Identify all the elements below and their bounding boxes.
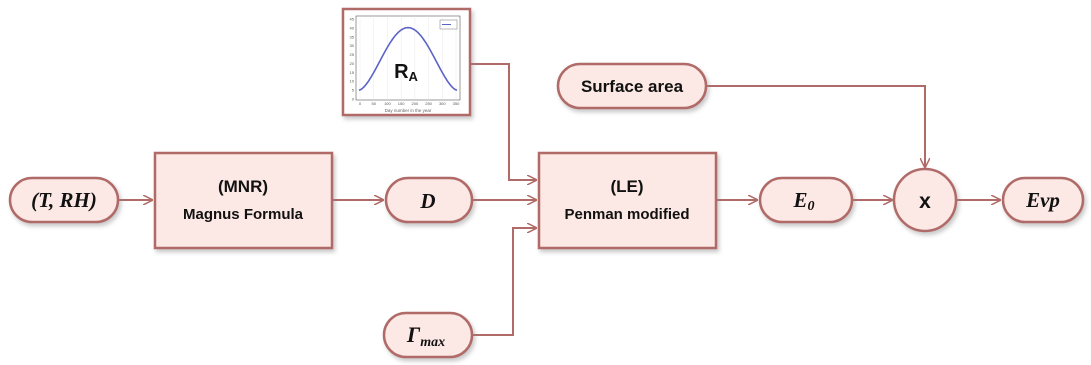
d-node: D: [384, 176, 474, 224]
surface-area-node: Surface area: [556, 62, 708, 110]
mnr-process-box: (MNR) Magnus Formula: [153, 151, 334, 250]
ra-x-tick-label: 200: [412, 101, 419, 106]
ra-y-tick-label: 5: [352, 88, 355, 93]
ra-x-tick-label: 150: [398, 101, 405, 106]
e0-node: E0: [758, 176, 854, 224]
evp-label: Evp: [1025, 188, 1060, 212]
ra-y-tick-label: 15: [350, 70, 355, 75]
le-title: (LE): [610, 177, 643, 196]
connectors: [118, 63, 1000, 336]
gamma-max-label: Γmax: [406, 322, 445, 350]
t-rh-label: (T, RH): [31, 188, 97, 212]
ra-x-tick-label: 100: [384, 101, 391, 106]
e0-label: E0: [792, 188, 814, 214]
ra-x-tick-label: 50: [371, 101, 376, 106]
mnr-subtitle: Magnus Formula: [183, 206, 304, 223]
ra-y-tick-label: 20: [350, 61, 355, 66]
ra-y-ticks: 45 40 35 30 25 20 15 10 5 0: [350, 17, 355, 102]
d-label: D: [419, 189, 435, 213]
mnr-title: (MNR): [218, 177, 268, 196]
arrow-surface-to-times: [706, 85, 925, 167]
ra-y-tick-label: 45: [350, 17, 355, 22]
ra-xlabel: Day number in the year: [385, 108, 432, 113]
ra-y-tick-label: 0: [352, 97, 355, 102]
surface-area-label: Surface area: [581, 77, 684, 96]
evp-output-node: Evp: [1001, 176, 1085, 224]
ra-plot-area: [355, 15, 461, 101]
ra-y-tick-label: 40: [350, 25, 355, 30]
ra-x-tick-label: 0: [359, 101, 362, 106]
arrow-gamma-to-le: [472, 228, 536, 336]
multiply-node: x: [892, 167, 958, 233]
ra-x-ticks: 0 50 100 150 200 250 300 350: [359, 101, 460, 106]
multiply-label: x: [919, 190, 931, 213]
arrow-ra-to-le: [470, 63, 536, 180]
ra-y-tick-label: 25: [350, 52, 355, 57]
input-t-rh-node: (T, RH): [8, 176, 120, 224]
ra-y-tick-label: 30: [350, 43, 355, 48]
ra-curve: [358, 26, 458, 91]
ra-x-tick-label: 300: [439, 101, 446, 106]
gamma-max-node: Γmax: [382, 311, 474, 359]
ra-grid: [359, 16, 457, 100]
ra-y-tick-label: 35: [350, 34, 355, 39]
ra-x-tick-label: 350: [453, 101, 460, 106]
ra-x-tick-label: 250: [425, 101, 432, 106]
ra-label: RA: [394, 61, 418, 84]
le-subtitle: Penman modified: [564, 206, 689, 223]
ra-y-tick-label: 10: [350, 79, 355, 84]
le-process-box: (LE) Penman modified: [537, 151, 718, 250]
